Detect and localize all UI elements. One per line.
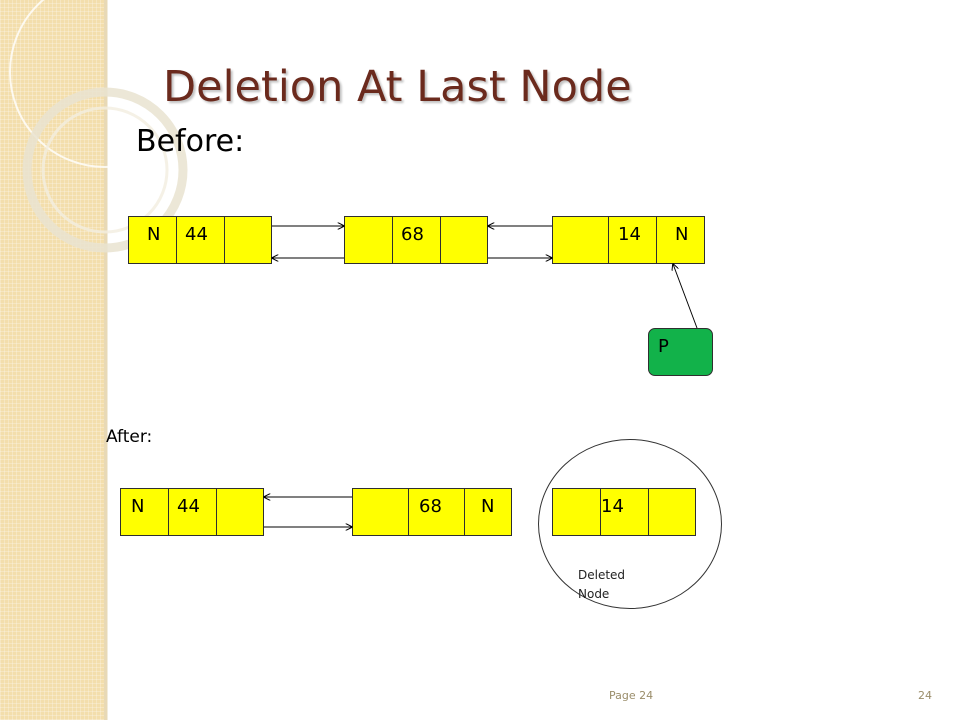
before-node3-next: N	[656, 216, 705, 264]
deleted-node-circle	[538, 439, 722, 609]
before-node1-data: 44	[176, 216, 225, 264]
deleted-node-next	[648, 488, 696, 536]
after-node1-prev: N	[120, 488, 169, 536]
before-node2-prev	[344, 216, 393, 264]
after-node2-next: N	[464, 488, 512, 536]
before-label: Before:	[136, 124, 245, 159]
before-node2-next	[440, 216, 488, 264]
before-node1-prev: N	[128, 216, 177, 264]
before-node3-data: 14	[608, 216, 657, 264]
decorative-rings	[9, 0, 200, 253]
deleted-caption-line2: Node	[578, 587, 610, 601]
deleted-node-prev	[552, 488, 601, 536]
after-node2-prev	[352, 488, 409, 536]
after-node2-data: 68	[408, 488, 465, 536]
deleted-caption-line1: Deleted	[578, 568, 626, 582]
before-node1-next	[224, 216, 272, 264]
pointer-p-arrow	[673, 264, 698, 329]
slide-title: Deletion At Last Node	[163, 62, 632, 112]
pointer-p-box: P	[648, 328, 713, 376]
deleted-node-data: 14	[600, 488, 649, 536]
before-node2-data: 68	[392, 216, 441, 264]
sidebar-pattern	[0, 0, 104, 720]
after-node1-next	[216, 488, 264, 536]
footer-page-text: Page 24	[609, 689, 654, 702]
sidebar-edge	[104, 0, 107, 720]
after-label: After:	[106, 427, 153, 447]
slide-number: 24	[918, 689, 932, 702]
sidebar-edge-highlight	[107, 0, 108, 720]
